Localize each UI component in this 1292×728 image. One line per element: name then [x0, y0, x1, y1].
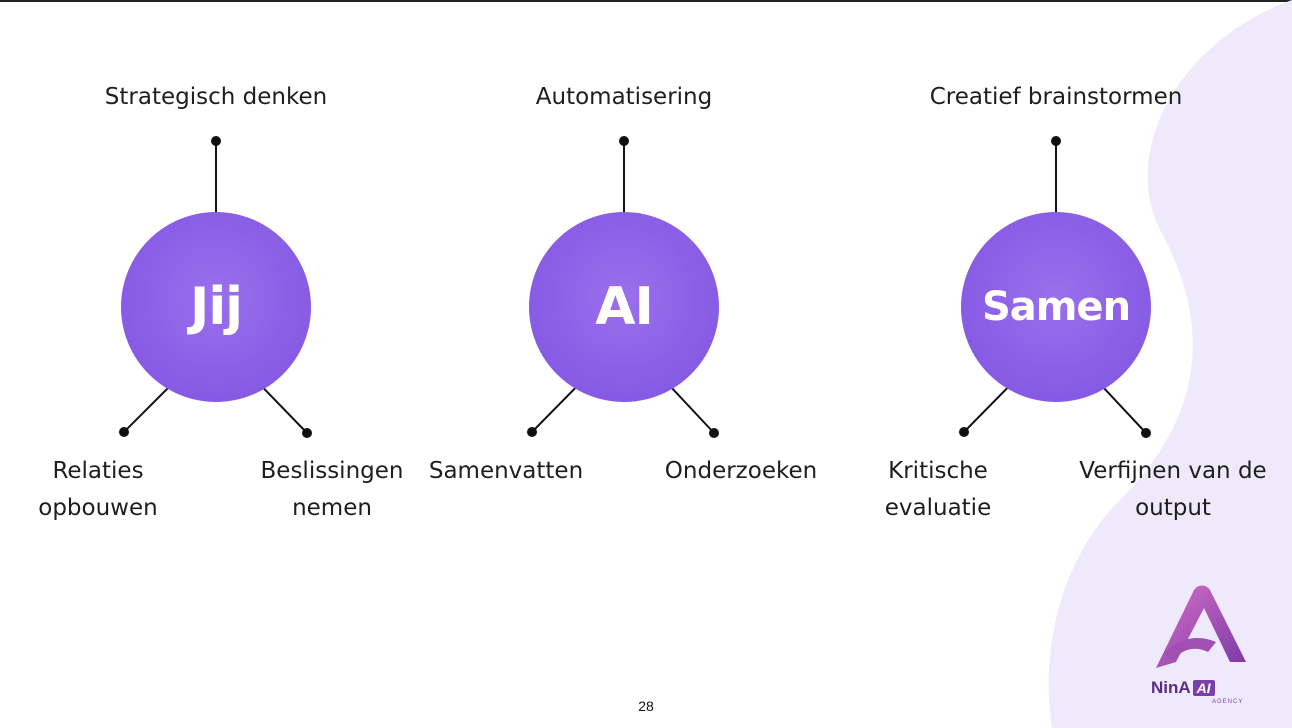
logo-tagline: AGENCY: [1212, 699, 1244, 705]
circle-jij: Jij: [121, 212, 311, 402]
logo-name: NinA: [1151, 678, 1191, 697]
label-samen-top: Creatief brainstormen: [929, 84, 1183, 110]
label-ai-bottom-right: Onderzoeken: [664, 458, 818, 484]
label-ai-bottom-left: Samenvatten: [428, 458, 584, 484]
label-jij-bottom-right: Beslissingen nemen: [260, 458, 404, 521]
label-samen-bottom-right: Verfijnen van de output: [1079, 458, 1267, 521]
logo-wordmark: NinA AI: [1151, 678, 1215, 698]
label-jij-bottom-left: Relaties opbouwen: [38, 458, 158, 521]
page-number: 28: [638, 698, 654, 714]
label-ai-top: Automatisering: [535, 84, 713, 110]
top-border: [0, 0, 1292, 2]
label-jij-top: Strategisch denken: [104, 84, 328, 110]
logo-badge: AI: [1192, 680, 1215, 696]
label-samen-bottom-left: Kritische evaluatie: [884, 458, 992, 521]
circle-samen: Samen: [961, 212, 1151, 402]
circle-ai: AI: [529, 212, 719, 402]
nina-a-logo-icon: [1156, 585, 1246, 668]
